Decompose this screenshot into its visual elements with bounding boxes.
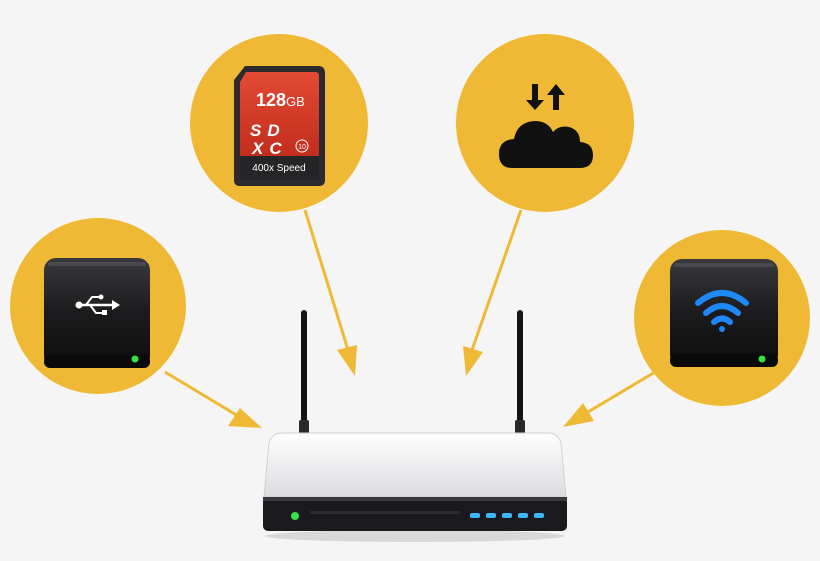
upload-arrow-icon: [547, 84, 565, 110]
usb-symbol-icon: [75, 294, 120, 315]
wifi-hard-drive-icon: [670, 259, 778, 367]
router-antenna-right: [515, 310, 525, 434]
sd-card-logo-line1: SD: [250, 121, 286, 140]
wireless-router-icon: [263, 310, 567, 542]
arrow-cloud-to-router: [463, 209, 523, 376]
sd-card-speed-label: 400x Speed: [252, 163, 305, 174]
arrow-wifi-to-router: [563, 370, 656, 427]
wifi-symbol-icon: [695, 290, 749, 332]
router-antenna-left: [299, 310, 309, 434]
router-status-leds: [470, 513, 544, 518]
router-power-led: [291, 512, 299, 520]
arrow-usb-to-router: [164, 370, 262, 428]
cloud-sync-icon: [499, 84, 593, 168]
cloud-shape: [499, 121, 593, 168]
download-arrow-icon: [526, 84, 544, 110]
usb-hard-drive-icon: [44, 258, 150, 368]
sd-card-logo-line2: XC: [251, 139, 288, 158]
sd-card-speed-class: 10: [298, 144, 306, 151]
arrow-sd-to-router: [303, 209, 357, 376]
wifi-drive-led: [758, 355, 766, 363]
sd-card-capacity: 128GB: [256, 90, 305, 110]
sd-card-icon: 128GB SD XC 10 400x Speed: [234, 66, 325, 186]
usb-drive-led: [131, 355, 139, 363]
circle-cloud: [456, 34, 634, 212]
